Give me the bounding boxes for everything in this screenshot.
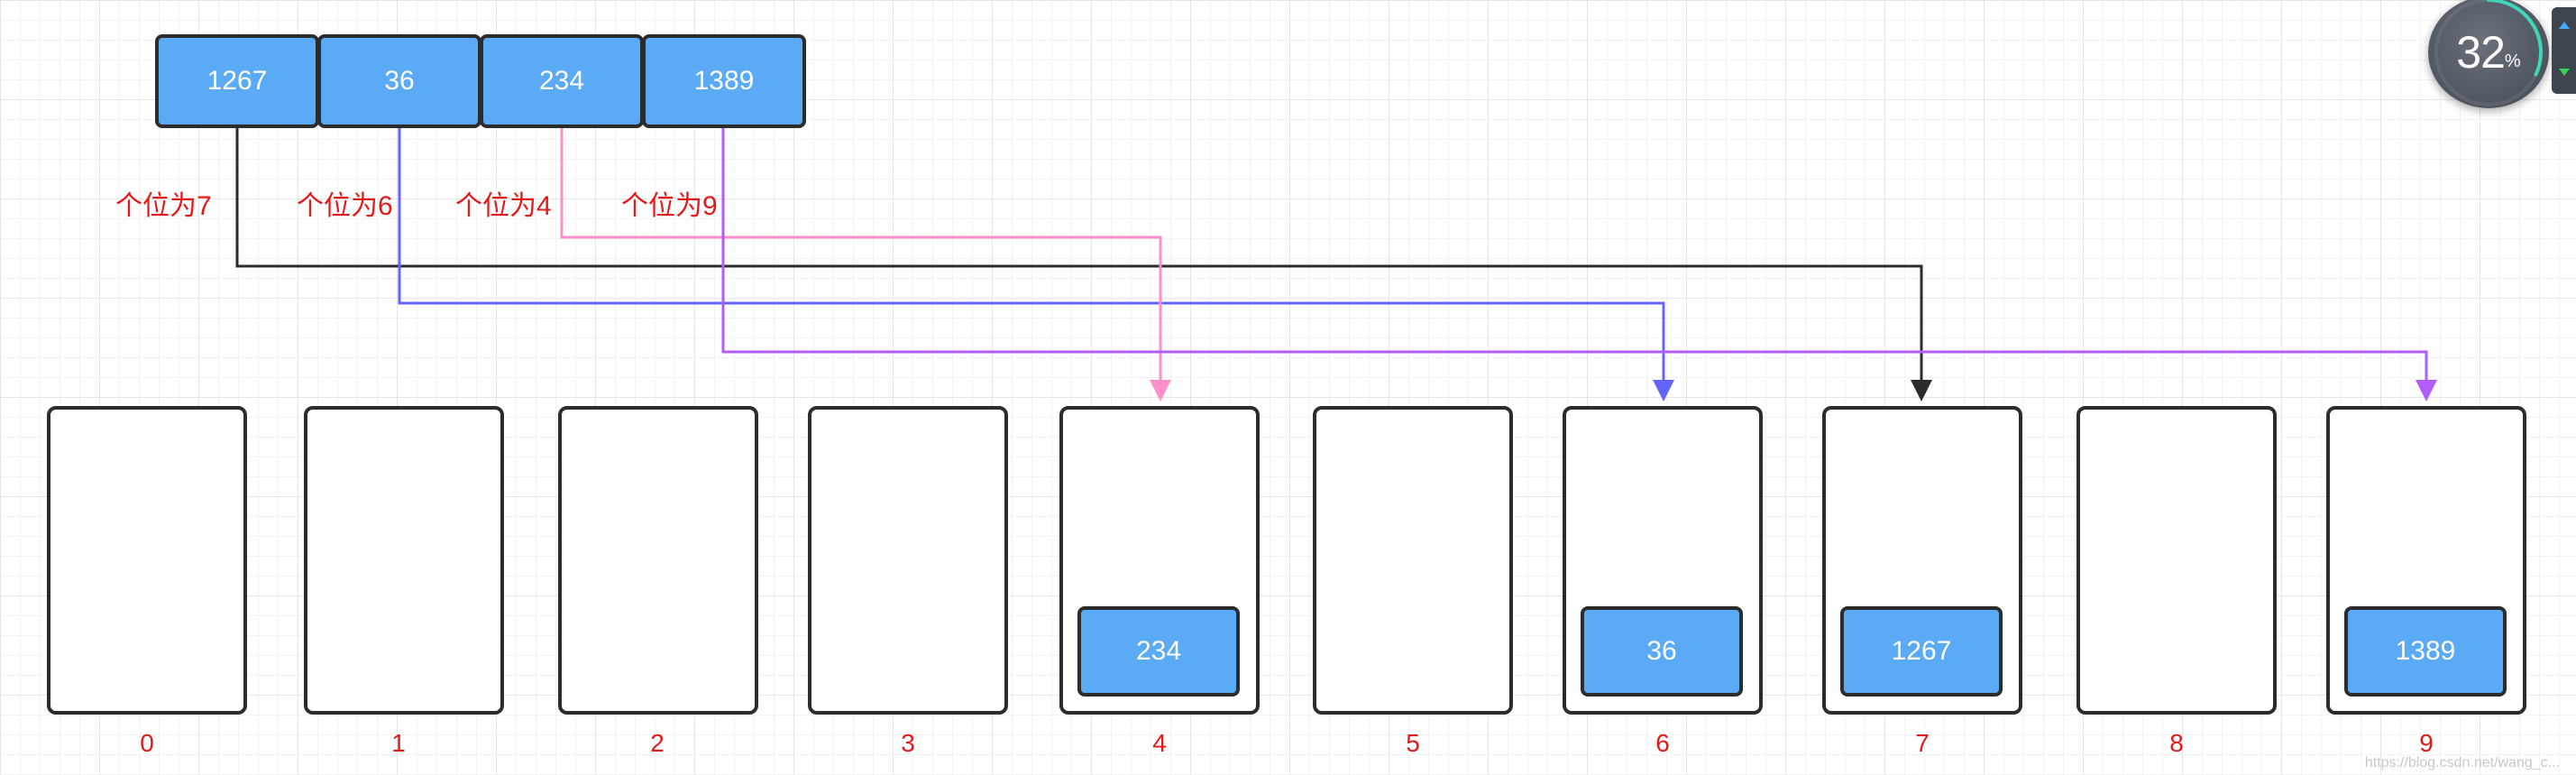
array-cell-3[interactable]: 1389 (642, 34, 806, 128)
bucket-index-2: 2 (650, 729, 665, 757)
bucket-index-8: 8 (2169, 729, 2184, 757)
connector-arrow-36-to-bucket-6 (398, 128, 1674, 401)
progress-ring (2434, 0, 2543, 106)
bucket-3[interactable] (808, 406, 1008, 715)
bucket-6[interactable]: 36 (1563, 406, 1763, 715)
progress-value: 32 (2456, 27, 2506, 78)
bucket-5[interactable] (1313, 406, 1513, 715)
digit-label-9: 个位为9 (621, 191, 718, 221)
bucket-index-6: 6 (1655, 729, 1670, 757)
side-tab[interactable] (2552, 7, 2576, 94)
bucket-index-1: 1 (391, 729, 406, 757)
bucket-4[interactable]: 234 (1059, 406, 1260, 715)
bucket-index-7: 7 (1915, 729, 1930, 757)
array-cell-0[interactable]: 1267 (155, 34, 319, 128)
bucket-1[interactable] (304, 406, 504, 715)
bucket-index-3: 3 (901, 729, 915, 757)
arrow-up-icon (2559, 22, 2570, 29)
digit-label-7: 个位为7 (115, 191, 212, 221)
bucket-2[interactable] (558, 406, 758, 715)
connector-arrow-1267-to-bucket-7 (235, 128, 1932, 401)
bucket-7[interactable]: 1267 (1822, 406, 2022, 715)
bucket-index-0: 0 (140, 729, 154, 757)
bucket-4-item[interactable]: 234 (1077, 606, 1240, 697)
bucket-6-item[interactable]: 36 (1581, 606, 1743, 697)
bucket-8[interactable] (2076, 406, 2277, 715)
bucket-index-4: 4 (1152, 729, 1167, 757)
progress-arc (2487, 0, 2543, 77)
bucket-7-item[interactable]: 1267 (1840, 606, 2003, 697)
bucket-index-5: 5 (1406, 729, 1420, 757)
arrow-down-icon (2559, 69, 2570, 76)
connector-arrow-234-to-bucket-4 (560, 128, 1171, 401)
bucket-index-9: 9 (2419, 729, 2434, 757)
bucket-0[interactable] (47, 406, 247, 715)
array-cell-1[interactable]: 36 (317, 34, 481, 128)
progress-widget[interactable]: 32 % (2428, 0, 2549, 108)
bucket-9[interactable]: 1389 (2326, 406, 2526, 715)
connector-arrow-1389-to-bucket-9 (721, 128, 2437, 401)
bucket-9-item[interactable]: 1389 (2344, 606, 2507, 697)
progress-unit: % (2504, 51, 2521, 71)
digit-label-6: 个位为6 (297, 191, 393, 221)
digit-label-4: 个位为4 (455, 191, 552, 221)
array-cell-2[interactable]: 234 (480, 34, 644, 128)
watermark: https://blog.csdn.net/wang_c... (2364, 755, 2560, 770)
